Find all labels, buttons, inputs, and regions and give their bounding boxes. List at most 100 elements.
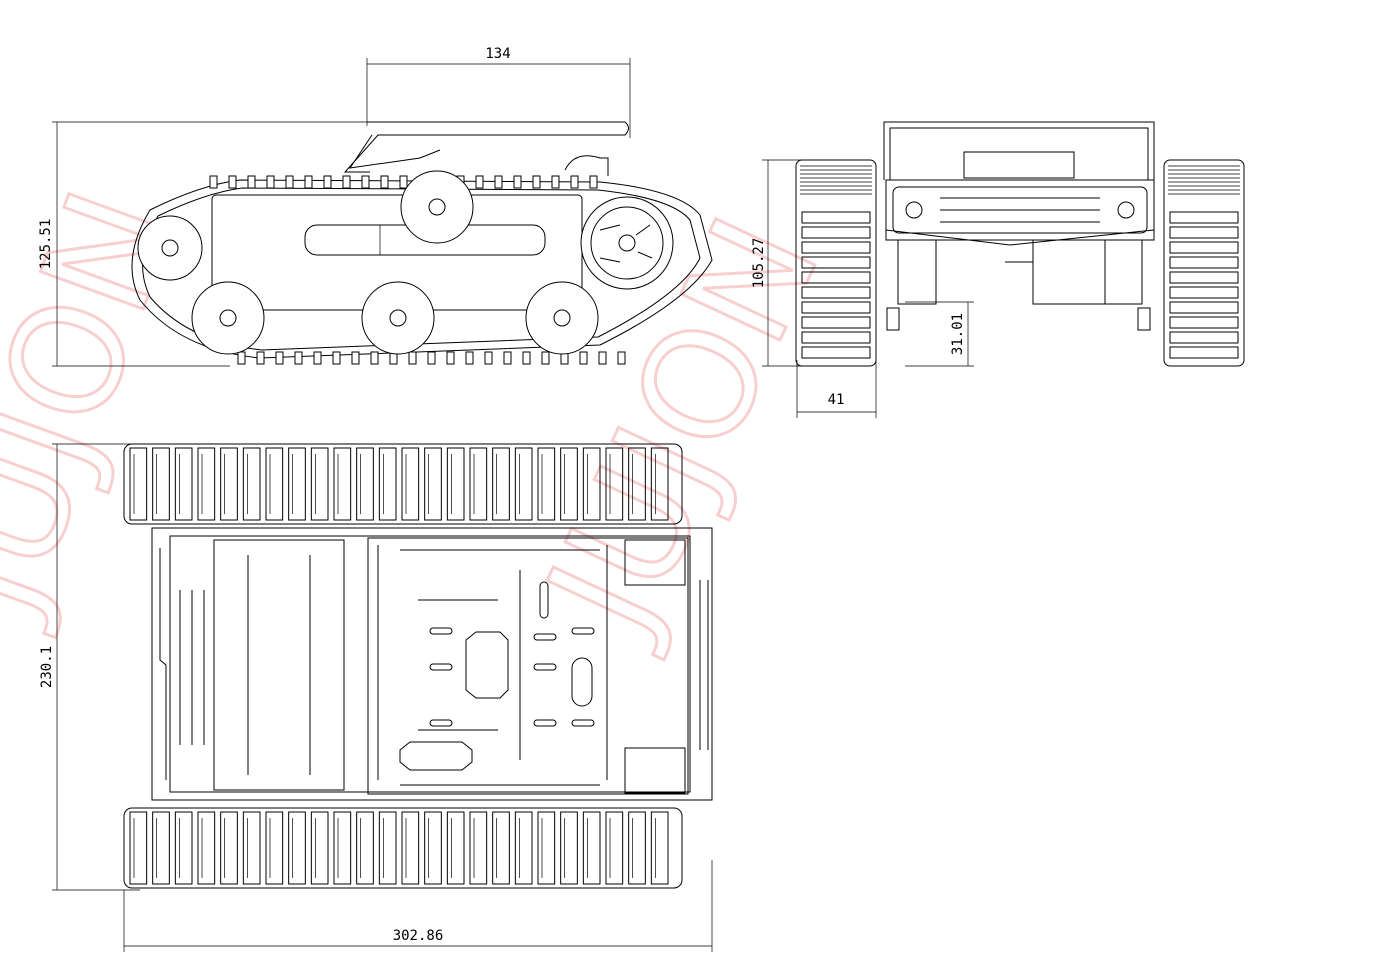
top-view: 230.1 302.86 <box>39 443 713 952</box>
track-tooth <box>579 351 588 365</box>
track-link <box>560 811 578 885</box>
track-tooth <box>304 175 313 189</box>
front-track-left <box>795 159 877 367</box>
track-pad <box>1169 256 1239 269</box>
wheel-hub <box>219 309 237 327</box>
front-track-right <box>1163 159 1245 367</box>
road-wheel <box>191 281 265 355</box>
track-link <box>560 447 578 521</box>
track-pad <box>1169 301 1239 314</box>
track-link <box>650 811 669 885</box>
track-link <box>446 811 465 885</box>
track-tooth <box>266 175 275 189</box>
side-view: 134 125.51 <box>38 46 713 367</box>
track-link <box>628 447 646 521</box>
track-pad <box>801 316 871 329</box>
track-pad <box>801 331 871 344</box>
track-link <box>310 811 329 885</box>
track-tooth <box>465 351 474 365</box>
track-pad <box>1169 271 1239 284</box>
track-link <box>650 447 669 521</box>
track-tooth <box>484 351 493 365</box>
track-tooth <box>513 175 522 189</box>
track-tooth <box>522 351 531 365</box>
dim-front-clearance: 31.01 <box>950 313 966 355</box>
track-link <box>582 811 601 885</box>
track-tooth <box>294 351 303 365</box>
track-tooth <box>237 351 246 365</box>
track-tooth <box>247 175 256 189</box>
wheel-hub <box>428 198 446 216</box>
track-pad <box>1169 316 1239 329</box>
track-pad <box>1169 226 1239 239</box>
track-link <box>220 811 238 885</box>
top-track-upper <box>123 443 683 525</box>
track-pad <box>1169 346 1239 359</box>
track-link <box>242 811 261 885</box>
track-tooth <box>551 175 560 189</box>
track-pad <box>1169 286 1239 299</box>
front-view: 105.27 31.01 41 <box>751 121 1245 418</box>
track-pad <box>801 241 871 254</box>
track-pad <box>1169 241 1239 254</box>
track-link <box>174 447 193 521</box>
track-tooth <box>570 175 579 189</box>
track-link <box>605 811 624 885</box>
track-tooth <box>332 351 341 365</box>
track-link <box>152 811 170 885</box>
track-link <box>265 447 284 521</box>
track-link <box>129 811 148 885</box>
drive-sprocket <box>580 196 674 290</box>
track-link <box>492 811 510 885</box>
track-link <box>605 447 624 521</box>
track-link <box>424 811 442 885</box>
track-tooth <box>532 175 541 189</box>
track-pad <box>801 211 871 224</box>
track-tooth <box>399 175 408 189</box>
track-pad <box>801 346 871 359</box>
track-link <box>288 811 306 885</box>
track-link <box>129 447 148 521</box>
track-tooth <box>256 351 265 365</box>
track-link <box>356 811 374 885</box>
track-tooth <box>313 351 322 365</box>
road-wheel <box>137 215 203 281</box>
track-body <box>123 443 683 525</box>
track-body <box>1163 159 1245 367</box>
dim-top-length: 302.86 <box>393 928 444 944</box>
track-link <box>537 447 556 521</box>
track-link <box>514 447 533 521</box>
track-pad <box>801 256 871 269</box>
track-link <box>288 447 306 521</box>
track-link <box>492 447 510 521</box>
track-link <box>401 811 420 885</box>
track-link <box>401 447 420 521</box>
track-link <box>242 447 261 521</box>
track-tooth <box>342 175 351 189</box>
track-tooth <box>323 175 332 189</box>
track-link <box>446 447 465 521</box>
track-link <box>582 447 601 521</box>
track-link <box>174 811 193 885</box>
track-tooth <box>427 351 436 365</box>
track-link <box>469 811 488 885</box>
track-link <box>333 447 352 521</box>
track-tooth <box>598 351 607 365</box>
track-tooth <box>380 175 389 189</box>
track-pad <box>1169 211 1239 224</box>
track-link <box>310 447 329 521</box>
track-pad <box>801 301 871 314</box>
track-tooth <box>408 351 417 365</box>
track-link <box>469 447 488 521</box>
wheel-hub <box>553 309 571 327</box>
track-link <box>265 811 284 885</box>
track-tooth <box>275 351 284 365</box>
dim-front-height: 105.27 <box>751 238 767 289</box>
track-tooth <box>475 175 484 189</box>
road-wheel <box>525 281 599 355</box>
side-wheels <box>137 170 599 355</box>
track-tooth <box>209 175 218 189</box>
track-pad <box>801 286 871 299</box>
road-wheel <box>400 170 474 244</box>
